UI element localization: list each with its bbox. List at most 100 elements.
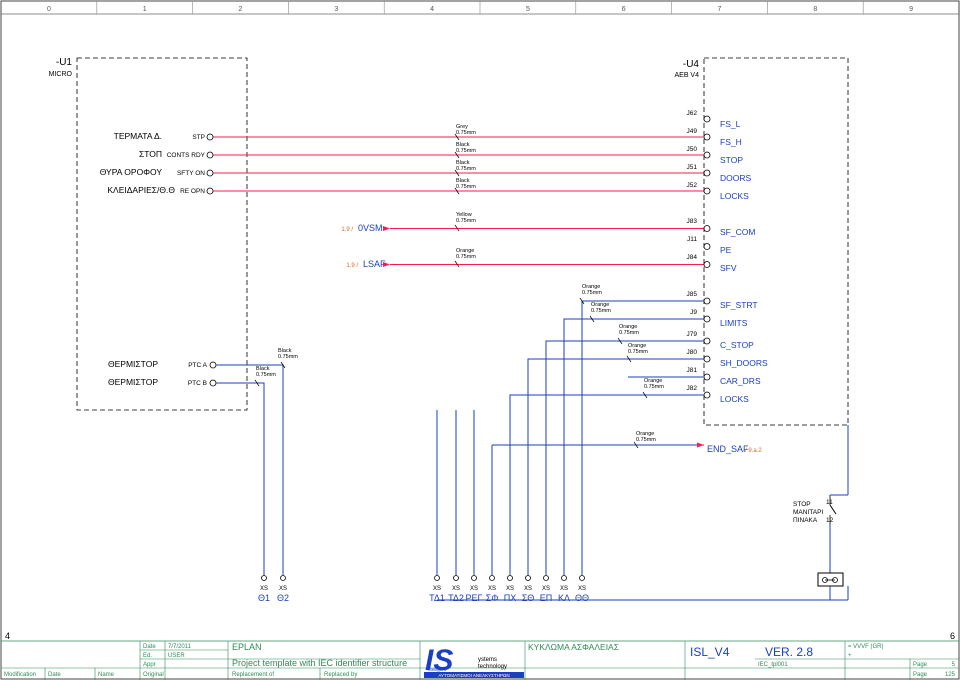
u1-box — [76, 57, 248, 411]
terminal-box — [817, 572, 844, 587]
thermistor-group: ΘΕΡΜΙΣΤΟΡ ΘΕΡΜΙΣΤΟΡ PTC A PTC B Black 0.… — [108, 348, 298, 575]
wire-ptc-a — [216, 364, 284, 575]
wire-color: Black — [456, 178, 470, 184]
terminal-label: ΘΘ — [575, 593, 589, 603]
wire-color: Grey — [456, 124, 468, 130]
top-wire-group: ΤΕΡΜΑΤΑ Δ. ΣΤΟΠ ΘΥΡΑ ΟΡΟΦΟΥ ΚΛΕΙΔΑΡΙΕΣ/Θ… — [100, 124, 704, 195]
wire-color: Orange — [628, 343, 646, 349]
pin-label: J52 — [687, 182, 698, 189]
u1-name: MICRO — [49, 71, 73, 78]
signal-label: LIMITS — [720, 318, 748, 328]
terminal-label: ΕΠ — [540, 593, 553, 603]
ref-0vsm: 1.9 / — [341, 227, 353, 233]
wire-color: Orange — [619, 324, 637, 330]
grid-column-number: 1 — [143, 6, 147, 13]
appr-label: Appr — [143, 662, 156, 668]
signal-label: CAR_DRS — [720, 376, 761, 386]
pin-circle — [703, 373, 711, 381]
terminal-drop-lines — [436, 410, 475, 575]
wire-size: 0.75mm — [278, 354, 298, 360]
pin-circle — [703, 187, 711, 195]
wire-marker — [454, 151, 460, 159]
pin-circle — [703, 391, 711, 399]
pin-label: J11 — [687, 236, 697, 243]
wire-sh-doors — [527, 358, 704, 575]
wire-size: 0.75mm — [591, 308, 611, 314]
page-total: 125 — [945, 672, 956, 678]
u4-pins-top: J62 J49 J50 J51 J52 FS_L FS_H STOP DOORS… — [687, 110, 752, 201]
wire-marker — [617, 337, 623, 345]
grid-column-number: 2 — [239, 6, 243, 13]
pin-circle — [703, 355, 711, 363]
modification-label: Modification — [4, 672, 36, 678]
pin-label: J62 — [687, 110, 698, 117]
terminal-circle — [471, 575, 477, 581]
isl-title: ISL_V4 — [690, 645, 730, 659]
grid-column-number: 4 — [430, 6, 434, 13]
eplan-label: EPLAN — [232, 642, 262, 652]
wire-size: 0.75mm — [456, 184, 476, 190]
wire-size: 0.75mm — [256, 372, 276, 378]
signal-label: PE — [720, 245, 732, 255]
terminal-circle — [489, 575, 495, 581]
wire-ptc-b — [216, 382, 265, 575]
page-label: Page — [913, 662, 928, 668]
signal-label: SH_DOORS — [720, 358, 768, 368]
wire-marker — [454, 260, 460, 268]
terminal-circle — [561, 575, 567, 581]
left-label-gr-1: ΣΤΟΠ — [139, 149, 162, 159]
terminal-prefix: XS — [260, 586, 268, 592]
wire-size: 0.75mm — [456, 148, 476, 154]
stop-pin2: 12 — [826, 517, 834, 524]
wire-size: 0.75mm — [456, 130, 476, 136]
terminal-row: XS XS Θ1 Θ2 XS XS XS XS XS XS XS XS XS Τ… — [258, 575, 589, 603]
wire-marker — [254, 379, 260, 387]
arrow-icon — [697, 442, 704, 448]
terminal-circle — [453, 575, 459, 581]
page-label-total: Page — [913, 672, 928, 678]
wire-size: 0.75mm — [456, 254, 476, 260]
wire-marker — [642, 391, 648, 399]
pin-circle — [206, 133, 214, 141]
terminal-circle — [525, 575, 531, 581]
left-label-gr-0: ΤΕΡΜΑΤΑ Δ. — [114, 131, 162, 141]
wire-c-stop — [545, 340, 704, 575]
left-label-sig-0: STP — [192, 134, 205, 141]
pin-circle — [206, 151, 214, 159]
wire-color: Orange — [456, 248, 474, 254]
wire-marker — [454, 187, 460, 195]
grid-column-number: 6 — [622, 6, 626, 13]
wire-marker — [454, 169, 460, 177]
wire-size: 0.75mm — [636, 437, 656, 443]
orange-wire-group: Orange 0.75mm Orange 0.75mm Orange 0.75m… — [491, 284, 762, 575]
ed-label: Ed. — [143, 653, 152, 659]
terminal-prefix: XS — [433, 586, 441, 592]
replacement-of: Replacement of — [232, 672, 274, 678]
signal-label: STOP — [720, 155, 743, 165]
wire-size: 0.75mm — [582, 290, 602, 296]
grid-column-number: 9 — [909, 6, 913, 13]
wire-locks — [509, 394, 704, 575]
date2-label: Date — [48, 672, 61, 678]
pin-circle — [209, 361, 217, 369]
wire-marker — [280, 361, 286, 369]
wire-color: Orange — [582, 284, 600, 290]
replaced-by: Replaced by — [324, 672, 357, 678]
pin-circle — [703, 297, 711, 305]
stop-line1: STOP — [793, 501, 811, 508]
stop-pin1: 11 — [826, 499, 833, 506]
grid-column-number: 8 — [813, 6, 817, 13]
middle-wire-group: 1.9 / 0VSM 1.9 / LSAF Yellow 0.75mm Oran… — [341, 212, 755, 273]
wire-marker — [454, 133, 460, 141]
ref-lsaf: 1.9 / — [346, 263, 358, 269]
wire-color: Black — [456, 160, 470, 166]
pin-circle — [703, 261, 711, 268]
pin-circle — [703, 115, 711, 123]
unit-u1: -U1 MICRO — [49, 57, 248, 411]
pin-circle — [703, 225, 711, 232]
template-name: IEC_tpl001 — [758, 662, 788, 668]
terminal-prefix: XS — [578, 586, 586, 592]
pin-circle — [206, 169, 214, 177]
pin-label: J85 — [687, 291, 698, 298]
stop-switch: STOP ΜΑΝΙΤΑΡΙ ΠΙΝΑΚΑ 11 12 — [793, 425, 849, 600]
